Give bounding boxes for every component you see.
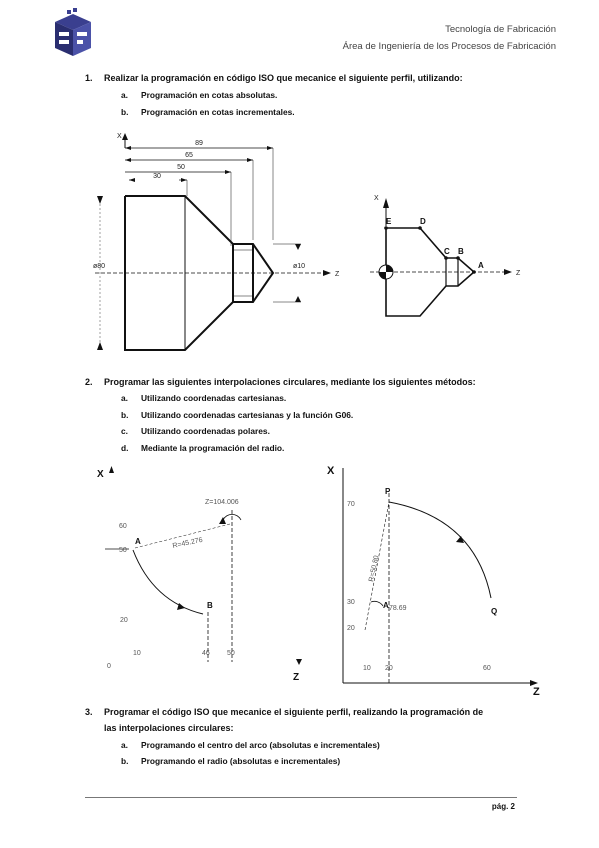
q2-right-x10: 10 — [363, 665, 371, 672]
q1-right-axis-x: X — [374, 195, 379, 202]
q1-part-drawing: X 89 65 50 30 ø80 ø10 Z — [93, 133, 340, 351]
q2-left-point-a: A — [135, 537, 141, 546]
q1-dim-top: 89 — [195, 140, 203, 147]
q2-left-y50: 50 — [119, 547, 127, 554]
q2-left-y20: 20 — [120, 617, 128, 624]
q2-left-origin: 0 — [107, 663, 111, 670]
q2-item-d-text: Mediante la programación del radio. — [141, 443, 285, 453]
q3-text-line-2: las interpolaciones circulares: — [104, 723, 234, 733]
q2-right-x60: 60 — [483, 665, 491, 672]
q2-item-a-letter: a. — [121, 393, 128, 403]
q3-item-b-text: Programando el radio (absolutas e increm… — [141, 756, 341, 766]
q2-right-angle-label: 78.69 — [389, 605, 407, 612]
q2-item-d-letter: d. — [121, 443, 129, 453]
q2-item-c-letter: c. — [121, 426, 128, 436]
q1-item-a-letter: a. — [121, 90, 128, 100]
q2-right-axis-z: Z — [533, 686, 540, 698]
page-number: pág. 2 — [491, 802, 515, 811]
q1-point-e: E — [386, 217, 392, 226]
q2-left-y60: 60 — [119, 523, 127, 530]
q2-right-radius-label: R=50.80 — [368, 555, 380, 583]
q2-left-axis-x: X — [97, 469, 104, 480]
q2-arc-drawing-right: X Z R=50.80 78.69 A 70 30 20 10 20 60 P … — [327, 465, 540, 698]
q3-item-a-letter: a. — [121, 740, 128, 750]
q2-right-y30: 30 — [347, 599, 355, 606]
q2-left-radius-label: R=45.276 — [172, 537, 203, 550]
q2-left-point-b: B — [207, 601, 213, 610]
q2-left-axis-z: Z — [293, 672, 299, 683]
q1-point-a: A — [478, 261, 484, 270]
footer-rule — [85, 797, 517, 798]
q1-dia-big: ø80 — [93, 263, 105, 270]
q1-item-b-letter: b. — [121, 107, 129, 117]
q2-item-b-text: Utilizando coordenadas cartesianas y la … — [141, 410, 354, 420]
q2-center-label: Z=104.006 — [205, 499, 239, 506]
q1-point-scheme: X Z E D C B A — [370, 195, 521, 317]
q2-right-y20: 20 — [347, 625, 355, 632]
q1-point-d: D — [420, 217, 426, 226]
q2-right-axis-x: X — [327, 465, 335, 477]
q1-point-c: C — [444, 247, 450, 256]
q1-right-axis-z: Z — [516, 270, 521, 277]
logo — [47, 8, 99, 60]
q2-arc-drawing-left: X Z=104.006 R=45.276 60 50 20 A B 10 46 … — [97, 466, 302, 683]
q3-item-b-letter: b. — [121, 756, 129, 766]
q3-item-a-text: Programando el centro del arco (absoluta… — [141, 740, 380, 750]
q1-text: Realizar la programación en código ISO q… — [104, 73, 463, 83]
q3-number: 3. — [85, 707, 93, 717]
header-line-1: Tecnología de Fabricación — [445, 24, 556, 35]
q1-dim-mid: 65 — [185, 152, 193, 159]
q3-text-line-1: Programar el código ISO que mecanice el … — [104, 707, 484, 717]
q2-text: Programar las siguientes interpolaciones… — [104, 377, 476, 387]
q1-left-axis-z: Z — [335, 271, 340, 278]
q1-point-b: B — [458, 247, 464, 256]
q1-number: 1. — [85, 73, 93, 83]
q2-right-point-q: Q — [491, 607, 497, 616]
q1-item-b-text: Programación en cotas incrementales. — [141, 107, 295, 117]
q2-left-x10: 10 — [133, 650, 141, 657]
q2-left-x46: 46 — [202, 650, 210, 657]
q2-item-a-text: Utilizando coordenadas cartesianas. — [141, 393, 287, 403]
q2-right-point-c: A — [383, 601, 389, 610]
q1-dim-inner: 50 — [177, 164, 185, 171]
q2-left-x50: 50 — [227, 650, 235, 657]
q2-right-x20: 20 — [385, 665, 393, 672]
q2-right-y70: 70 — [347, 501, 355, 508]
q2-right-point-p: P — [385, 487, 391, 496]
q1-left-axis-x: X — [117, 133, 122, 140]
header-line-2: Área de Ingeniería de los Procesos de Fa… — [342, 41, 556, 52]
q2-number: 2. — [85, 377, 93, 387]
q1-dia-small: ø10 — [293, 263, 305, 270]
faculty-cube-logo-icon — [55, 8, 91, 56]
q1-dim-small: 30 — [153, 173, 161, 180]
q2-item-b-letter: b. — [121, 410, 129, 420]
q1-item-a-text: Programación en cotas absolutas. — [141, 90, 278, 100]
q2-item-c-text: Utilizando coordenadas polares. — [141, 426, 270, 436]
